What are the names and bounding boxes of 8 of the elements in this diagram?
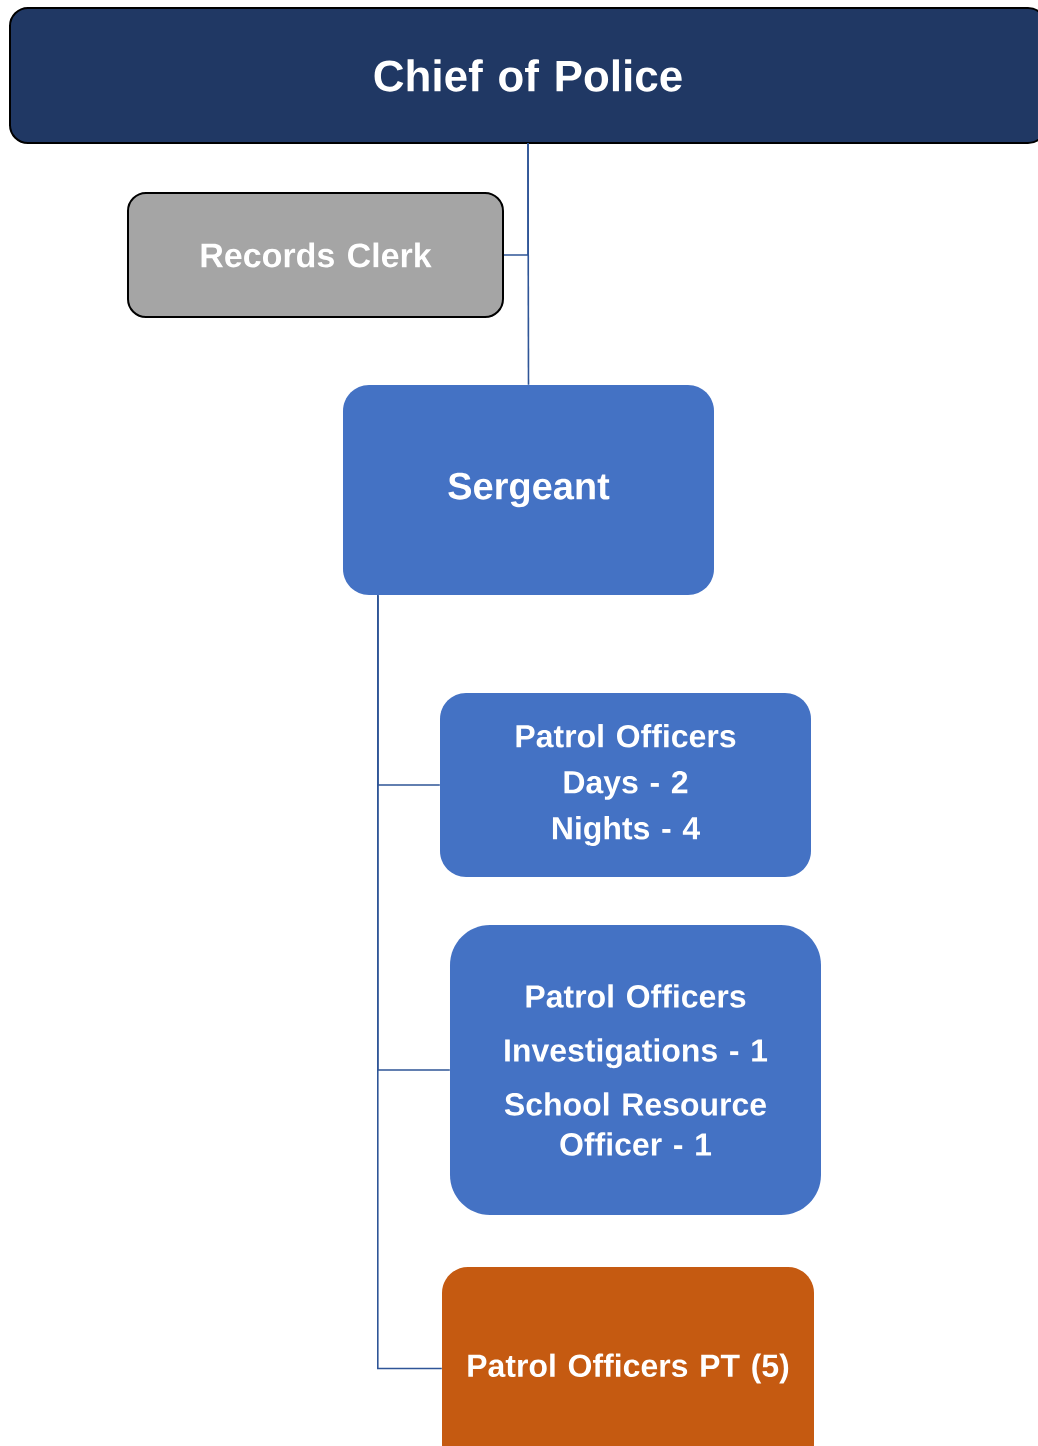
process-box: Patrol Officers Days - 2 Nights - 4 (440, 693, 811, 877)
process-box: Patrol Officers PT (5) (442, 1267, 814, 1446)
title-box: Chief of Police (9, 7, 1038, 144)
process-box: Sergeant (343, 385, 714, 595)
connector-line (377, 594, 443, 1370)
connector-line (527, 142, 530, 386)
process-box: Records Clerk (127, 192, 504, 318)
process-box: Patrol Officers Investigations - 1 School Resource Officer - 1 (450, 925, 821, 1215)
